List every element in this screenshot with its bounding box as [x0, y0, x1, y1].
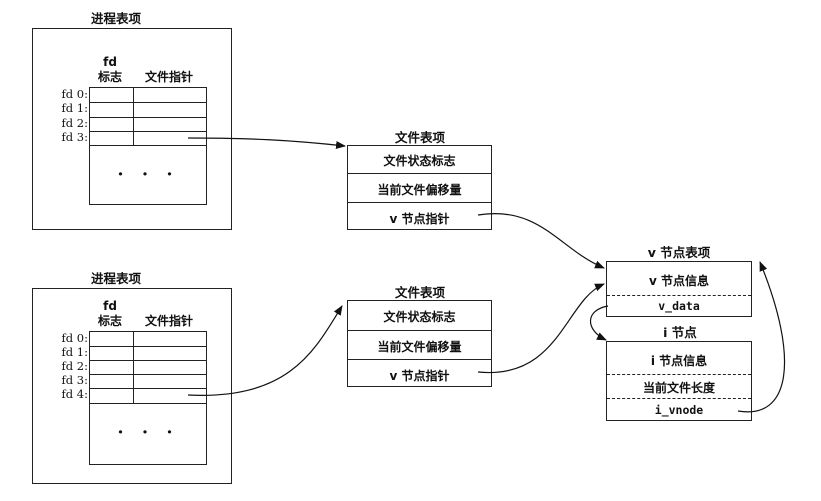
file-offset: 当前文件偏移量 — [377, 183, 462, 197]
arrow-fd3-to-file-table-1 — [187, 137, 346, 150]
file-table-2: 文件状态标志 当前文件偏移量 v 节点指针 — [347, 300, 492, 387]
fd-0-label: fd 0: — [61, 331, 88, 345]
inode-info: i 节点信息 — [650, 354, 708, 368]
vnode-info: v 节点信息 — [648, 274, 709, 288]
arrow-vdata-to-inode — [590, 305, 609, 341]
process-table-1-title: 进程表项 — [90, 11, 141, 26]
fd-4-label: fd 4: — [61, 387, 88, 401]
flag-header: 标志 — [97, 314, 122, 328]
vnode-pointer: v 节点指针 — [389, 369, 450, 383]
file-status-flags: 文件状态标志 — [383, 310, 456, 324]
ellipsis: · · · — [117, 164, 179, 185]
fd-header: fd — [103, 55, 117, 69]
arrow-ivnode-to-vnode — [737, 261, 786, 413]
fd-2-label: fd 2: — [61, 359, 88, 373]
ellipsis: · · · — [117, 422, 179, 443]
file-table-2-title: 文件表项 — [394, 285, 445, 300]
fd-3-label: fd 3: — [61, 373, 88, 387]
arrow-fd4-to-file-table-2 — [187, 305, 343, 396]
inode-vnode: i_vnode — [654, 403, 704, 417]
vnode-table: v 节点信息 v_data — [606, 261, 752, 317]
vnode-data: v_data — [658, 299, 700, 313]
file-offset: 当前文件偏移量 — [377, 340, 462, 354]
fd-3-label: fd 3: — [61, 130, 88, 144]
arrow-file-2-to-vnode — [477, 283, 605, 374]
vnode-table-title: v 节点表项 — [647, 245, 711, 260]
vnode-pointer: v 节点指针 — [389, 212, 450, 226]
file-length: 当前文件长度 — [642, 381, 715, 395]
pointer-header: 文件指针 — [144, 70, 193, 84]
file-status-flags: 文件状态标志 — [383, 154, 456, 168]
inode-title: i 节点 — [663, 325, 697, 340]
fd-table-1: · · · — [89, 87, 207, 205]
fd-1-label: fd 1: — [61, 345, 88, 359]
pointer-header: 文件指针 — [144, 314, 193, 328]
fd-0-label: fd 0: — [61, 87, 88, 101]
file-table-1: 文件状态标志 当前文件偏移量 v 节点指针 — [347, 145, 492, 230]
fd-1-label: fd 1: — [61, 101, 88, 115]
inode-box: i 节点信息 当前文件长度 i_vnode — [606, 341, 752, 421]
flag-header: 标志 — [97, 70, 122, 84]
process-table-2-title: 进程表项 — [90, 271, 141, 286]
fd-2-label: fd 2: — [61, 116, 88, 130]
fd-header: fd — [103, 299, 117, 313]
file-table-1-title: 文件表项 — [394, 130, 445, 145]
arrow-file-1-to-vnode — [477, 213, 605, 269]
fd-table-2: · · · — [89, 331, 207, 465]
